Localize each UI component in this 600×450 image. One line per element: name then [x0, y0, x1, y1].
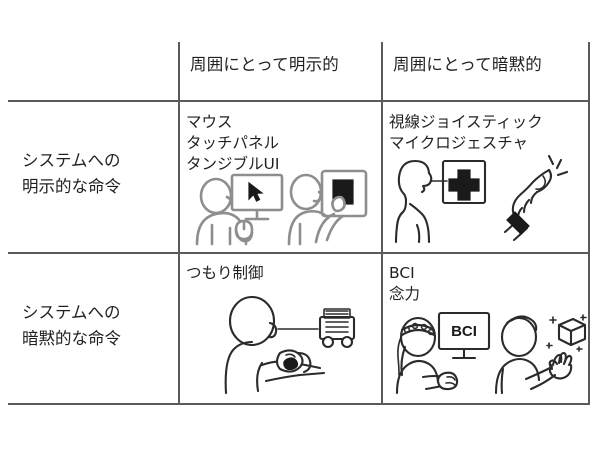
row-header-explicit-command: システムへの 明示的な命令 — [22, 148, 172, 199]
row-header-line-1: システムへの — [22, 303, 121, 322]
cell-explicit-implicit: 視線ジョイスティック マイクロジェスチャ — [389, 112, 585, 248]
cell-item-label: マウス — [186, 113, 233, 131]
illustration-person-levitating-cube-telekinesis — [493, 307, 587, 395]
cell-item-label: タンジブルUI — [186, 154, 280, 173]
cell-item-label: 視線ジョイスティック — [389, 113, 543, 131]
cell-implicit-explicit: つもり制御 — [186, 263, 378, 399]
row-header-implicit-command: システムへの 暗黙的な命令 — [22, 300, 172, 351]
illustration-person-touching-tablet-panel — [286, 168, 378, 246]
column-header-explicit-to-surroundings: 周囲にとって明示的 — [190, 55, 339, 74]
cell-item-label: BCI — [389, 264, 415, 282]
row-header-line-2: 暗黙的な命令 — [22, 328, 121, 348]
matrix-rule-vertical-2 — [381, 42, 383, 403]
illustration-person-eeg-headband-bci-monitor: BCI — [393, 311, 493, 395]
illustration-person-using-mouse-with-monitor — [192, 172, 288, 246]
illustration-hand-micro-gesture-wristband — [493, 150, 581, 242]
cell-implicit-implicit: BCI 念力 BCI — [389, 263, 587, 399]
row-header-line-2: 明示的な命令 — [22, 176, 121, 196]
illustration-person-with-controller-operating-vehicle — [208, 295, 374, 395]
cell-item-label: つもり制御 — [186, 264, 264, 282]
illustration-head-gaze-joystick-dpad — [394, 157, 491, 244]
cell-item-label: 念力 — [389, 284, 421, 303]
matrix-rule-vertical-3 — [588, 42, 590, 403]
column-header-implicit-to-surroundings: 周囲にとって暗黙的 — [393, 55, 542, 74]
cell-item-label: タッチパネル — [186, 133, 280, 152]
cell-item-label: マイクロジェスチャ — [389, 133, 529, 152]
cell-explicit-explicit: マウス タッチパネル タンジブルUI — [186, 112, 378, 248]
bci-screen-label: BCI — [451, 323, 477, 340]
matrix-rule-vertical-1 — [178, 42, 180, 403]
matrix-rule-bottom — [8, 403, 590, 405]
matrix-rule-middle — [8, 252, 590, 254]
row-header-line-1: システムへの — [22, 151, 121, 170]
matrix-rule-top — [8, 100, 590, 102]
